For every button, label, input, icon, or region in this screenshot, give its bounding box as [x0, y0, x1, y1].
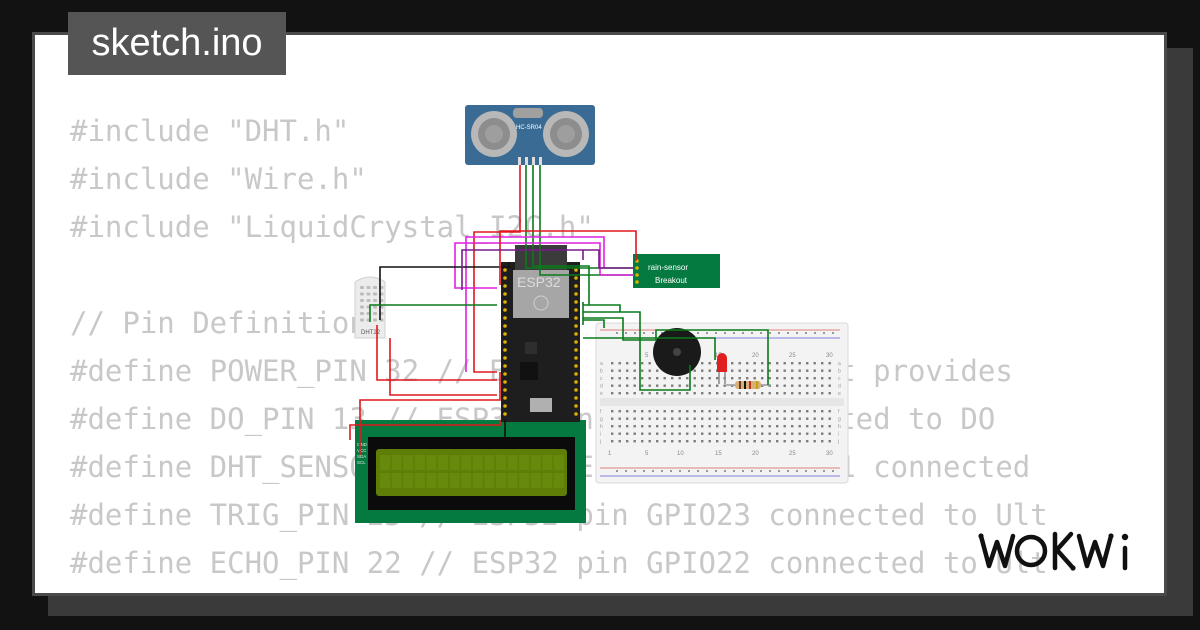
dht-label: DHT22 [361, 330, 381, 336]
bb-row-letter: c [838, 376, 841, 382]
bb-row-letter: f [838, 409, 840, 415]
esp32-board: ESP32 [501, 245, 580, 422]
code-line: #include "DHT.h" [70, 114, 350, 148]
bb-col-25-bottom: 25 [789, 451, 796, 457]
breadboard: 5 10 15 20 25 30 1 5 10 15 20 25 30 aabb… [595, 322, 849, 484]
bb-row-letter: j [599, 439, 601, 445]
wire-dht-data [369, 304, 497, 322]
esp32-pins [503, 268, 578, 416]
wire-dht-vcc [376, 325, 497, 381]
bb-col-15-bottom: 15 [715, 451, 722, 457]
bb-row-letter: a [600, 361, 603, 367]
bb-row-letter: b [600, 369, 603, 375]
code-line: // Pin Definitions [70, 306, 385, 340]
wire-lcd-red [389, 338, 497, 396]
bb-row-letter: f [600, 409, 602, 415]
wire-rain-purple [461, 249, 634, 290]
preview-card: #include "DHT.h"#include "Wire.h"#includ… [32, 32, 1167, 596]
code-view: #include "DHT.h"#include "Wire.h"#includ… [70, 107, 1164, 593]
bb-row-letter: h [838, 424, 841, 430]
wires [349, 165, 769, 455]
lcd-character-cells [380, 455, 564, 488]
wire-lcd-vcc [349, 420, 501, 440]
bb-row-letter: c [600, 376, 603, 382]
led [717, 353, 727, 384]
code-line: #include "Wire.h" [70, 162, 367, 196]
lcd-display: GND VCC SDA SCL [355, 420, 586, 523]
lcd-pin-sda: SDA [357, 454, 366, 459]
wire-led-gnd [583, 317, 769, 385]
wire-buzzer [583, 311, 691, 391]
bb-row-letter: i [600, 432, 601, 438]
wokwi-logo [978, 531, 1129, 571]
rain-sensor-breakout: rain-sensor Breakout [633, 254, 720, 288]
lcd-pin-scl: SCL [357, 460, 366, 465]
rain-sensor-label: rain-sensor [648, 263, 688, 272]
wire-ultra-trig [525, 165, 634, 269]
esp32-label: ESP32 [517, 274, 561, 290]
ultrasonic-sensor: HC-SR04 [465, 105, 595, 165]
bb-row-letter: b [838, 369, 841, 375]
lcd-pin-vcc: VCC [357, 448, 367, 453]
bb-row-letter: a [838, 361, 841, 367]
bb-row-letter: e [838, 391, 841, 397]
bb-col-30-bottom: 30 [826, 451, 833, 457]
wire-rain-power [499, 230, 637, 285]
wire-dht-gnd [379, 262, 510, 320]
bb-col-25: 25 [789, 353, 796, 359]
bb-row-letter: d [838, 384, 841, 390]
bb-row-letter: d [600, 384, 603, 390]
file-tab[interactable]: sketch.ino [68, 12, 286, 75]
buzzer [653, 328, 701, 376]
bb-col-10-bottom: 10 [677, 451, 684, 457]
bb-col-5: 5 [645, 353, 649, 359]
bb-row-letter: i [838, 432, 839, 438]
bb-row-letter: h [600, 424, 603, 430]
wire-ultra-vcc [473, 165, 521, 373]
wire-bb-1 [583, 304, 621, 312]
bb-row-letter: g [600, 417, 603, 423]
lcd-pin-gnd: GND [357, 442, 368, 447]
bb-col-1-bottom: 1 [608, 451, 612, 457]
resistor [726, 381, 770, 389]
bb-row-letter: e [600, 391, 603, 397]
wire-gnd-rail [583, 319, 605, 328]
bb-col-30: 30 [826, 353, 833, 359]
wire-ultra-echo [532, 165, 590, 305]
dht-grille [360, 286, 384, 322]
ultrasonic-label: HC-SR04 [516, 125, 542, 131]
dht22-sensor: DHT22 [354, 276, 386, 339]
bb-row-letter: g [838, 417, 841, 423]
wire-led [583, 337, 716, 360]
bb-row-letter: j [837, 439, 839, 445]
bb-col-20-bottom: 20 [752, 451, 759, 457]
bb-col-20: 20 [752, 353, 759, 359]
wire-lcd-sda [359, 372, 501, 455]
code-line: #define ECHO_PIN 22 // ESP32 pin GPIO22 … [70, 546, 1048, 580]
rain-sensor-sublabel: Breakout [655, 276, 688, 285]
code-line: #define TRIG_PIN 23 // ESP32 pin GPIO23 … [70, 498, 1048, 532]
bb-col-5-bottom: 5 [645, 451, 649, 457]
